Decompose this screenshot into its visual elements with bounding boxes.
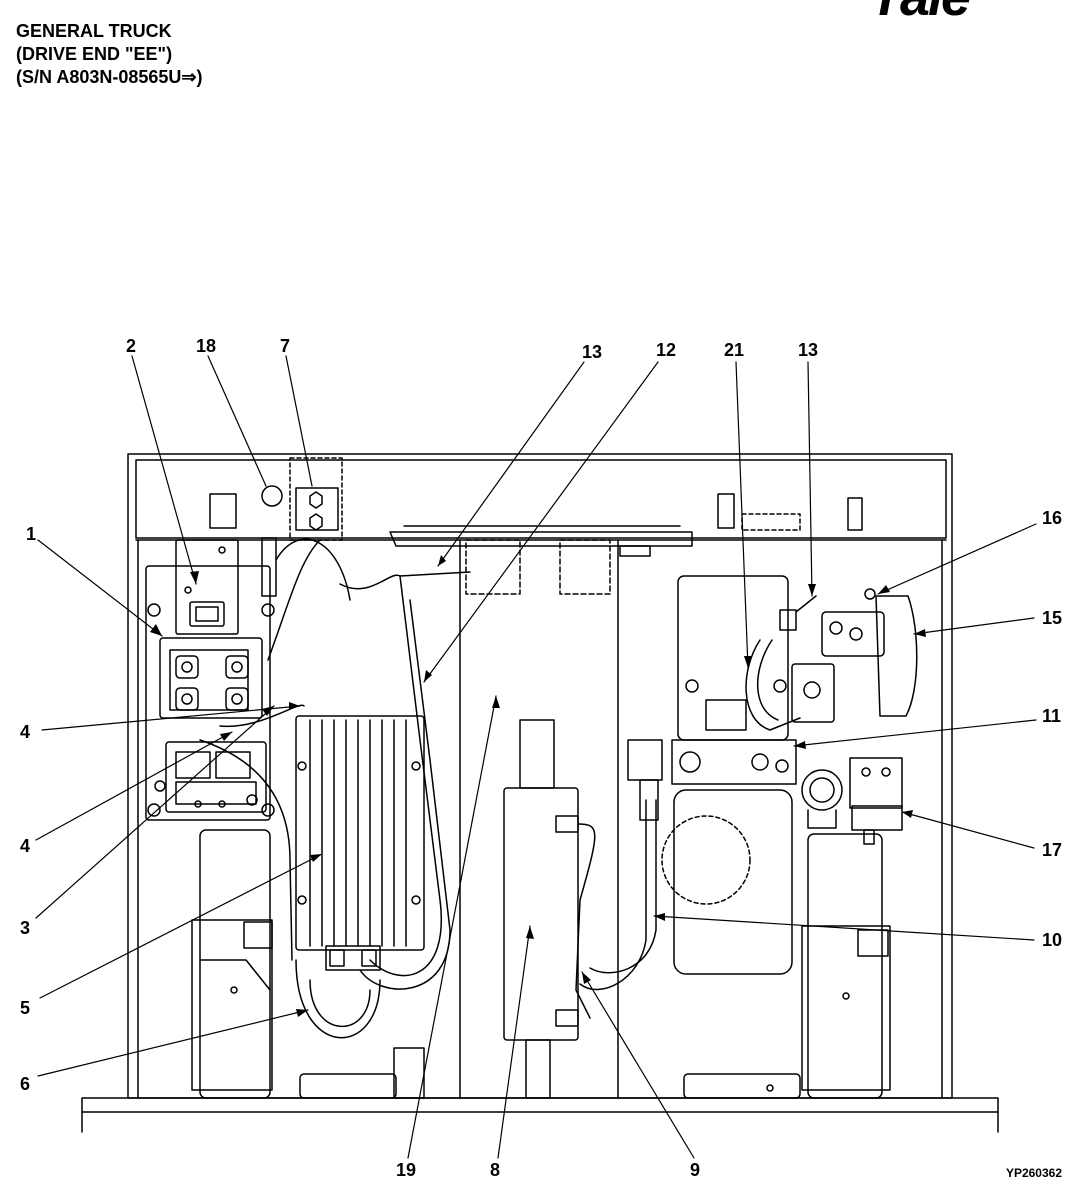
callout-21: 21 [724,340,744,360]
chassis-frame [81,453,999,1133]
leader-arrowheads [150,555,926,1017]
callout-18: 18 [196,336,216,356]
callout-19: 19 [396,1160,416,1180]
callout-5: 5 [20,998,30,1018]
document-header: GENERAL TRUCK (DRIVE END "EE") (S/N A803… [16,20,203,89]
header-title: GENERAL TRUCK [16,21,172,41]
fuse-panel [145,457,343,821]
callout-7: 7 [280,336,290,356]
pump-motor-assembly [627,575,843,975]
leader-lines [35,355,1037,1159]
horn-and-switches [821,588,918,845]
callout-12: 12 [656,340,676,360]
callout-13-right: 13 [798,340,818,360]
callout-6: 6 [20,1074,30,1094]
callout-10: 10 [1042,930,1062,950]
callout-17: 17 [1042,840,1062,860]
callout-labels: 1 2 3 4 4 5 6 7 8 9 10 11 12 13 13 15 16… [20,336,1062,1180]
callout-9: 9 [690,1160,700,1180]
hydraulic-filter [503,719,657,1099]
callout-1: 1 [26,524,36,544]
brand-logo: Yale [868,0,1078,16]
callout-3: 3 [20,918,30,938]
logo-wordmark: Yale [868,0,971,16]
callout-4-lower: 4 [20,836,30,856]
callout-16: 16 [1042,508,1062,528]
callout-4-upper: 4 [20,722,30,742]
callout-13-left: 13 [582,342,602,362]
power-cables [199,538,471,1039]
header-serial: (S/N A803N-08565U⇒) [16,67,203,87]
callout-8: 8 [490,1160,500,1180]
header-drive-end: (DRIVE END "EE") [16,44,173,64]
figure-id: YP260362 [1005,1166,1062,1180]
callout-15: 15 [1042,608,1062,628]
callout-11: 11 [1042,706,1061,726]
motor-controller [295,715,425,971]
callout-2: 2 [126,336,136,356]
